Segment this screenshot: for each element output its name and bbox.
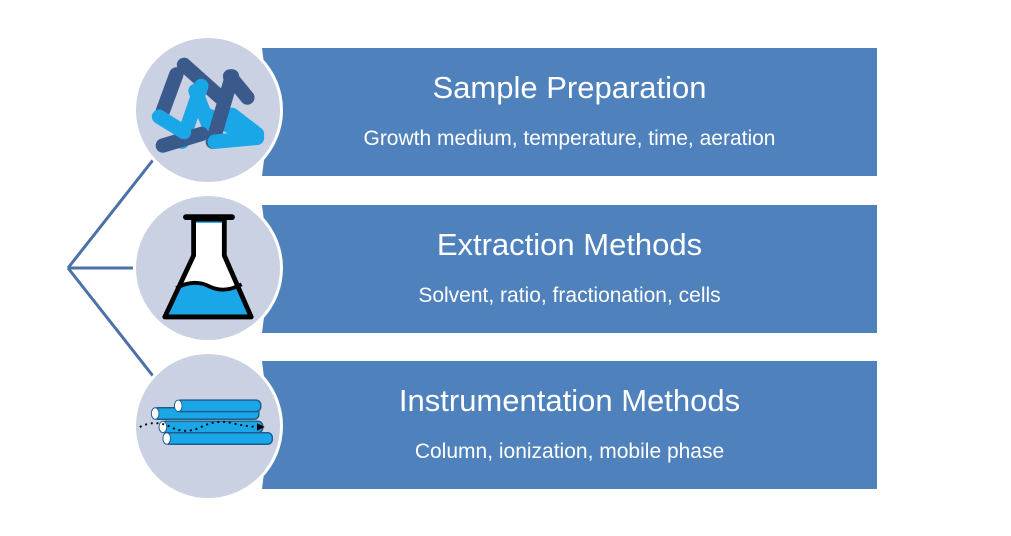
band-title: Extraction Methods: [436, 227, 703, 262]
band-subtitle: Column, ionization, mobile phase: [414, 440, 725, 463]
flask-icon: [162, 214, 254, 320]
sample-preparation-circle: [133, 35, 283, 185]
extraction-methods-band: Extraction Methods Solvent, ratio, fract…: [262, 205, 877, 333]
sample-preparation-band: Sample Preparation Growth medium, temper…: [262, 48, 877, 176]
connector-bottom: [66, 267, 155, 377]
band-subtitle: Growth medium, temperature, time, aerati…: [363, 127, 776, 150]
instrumentation-methods-circle: [133, 351, 283, 501]
extraction-methods-circle: [133, 193, 283, 343]
band-subtitle: Solvent, ratio, fractionation, cells: [418, 284, 721, 307]
instrumentation-methods-band: Instrumentation Methods Column, ionizati…: [262, 361, 877, 489]
columns-icon: [139, 399, 274, 445]
connector-top: [66, 159, 155, 269]
bacteria-icon: [151, 57, 265, 153]
band-title: Sample Preparation: [432, 70, 707, 105]
band-title: Instrumentation Methods: [398, 383, 741, 418]
